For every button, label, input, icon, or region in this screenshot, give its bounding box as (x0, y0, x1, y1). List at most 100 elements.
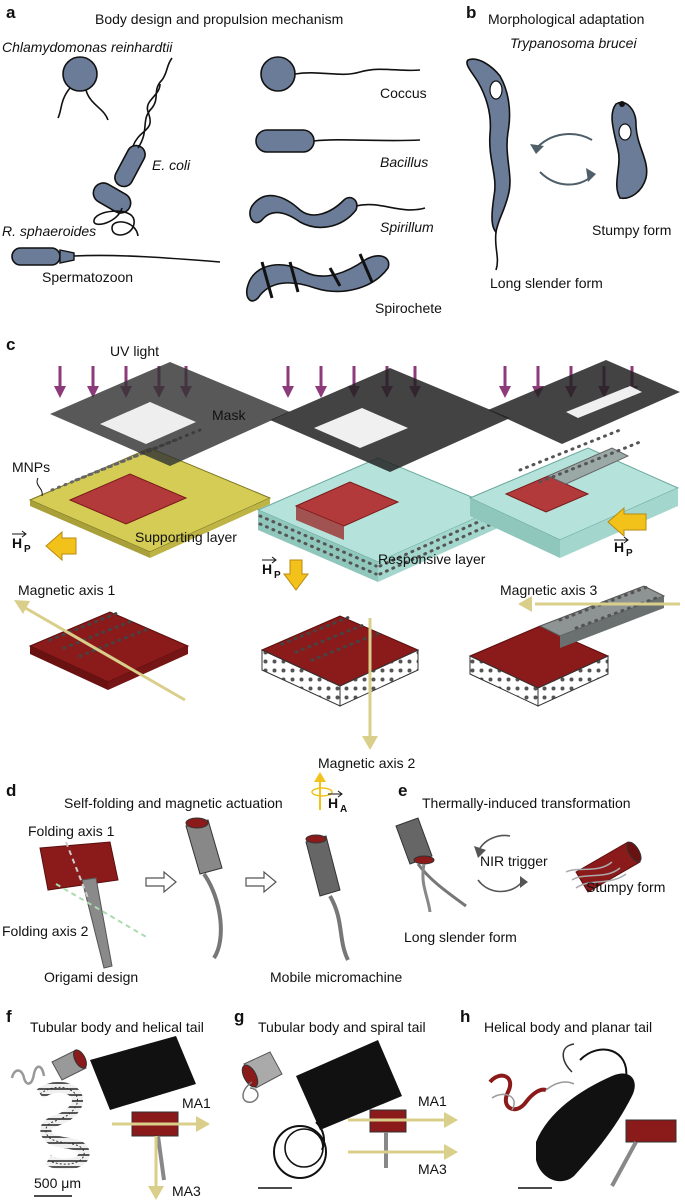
panel-letter-g: g (234, 1007, 244, 1026)
panel-h: h Helical body and planar tail (460, 1007, 677, 1189)
scale-bar-label: 500 μm (34, 1175, 81, 1191)
svg-text:A: A (340, 804, 347, 815)
step-arrow-2 (245, 870, 277, 894)
label-long-slender-b: Long slender form (490, 275, 603, 291)
panel-f: f Tubular body and helical tail MA1 MA3 … (6, 1007, 211, 1200)
label-magnetic-axis-1: Magnetic axis 1 (18, 582, 115, 598)
panel-f-title: Tubular body and helical tail (30, 1019, 204, 1035)
slender-microrobot (395, 817, 467, 913)
cycle-arrow-top (534, 133, 593, 151)
label-long-slender-e: Long slender form (404, 929, 517, 945)
stumpy-trypanosome (611, 101, 648, 200)
origami-sheet (39, 841, 149, 969)
panel-e-title: Thermally-induced transformation (422, 795, 631, 811)
svg-text:P: P (626, 548, 633, 559)
label-mnps: MNPs (12, 459, 50, 475)
spirillum-cell: Spirillum (249, 194, 434, 235)
label-ecoli: E. coli (152, 157, 191, 173)
magnet-block-1 (14, 600, 190, 702)
rsphaeroides-cell: R. sphaeroides (2, 182, 139, 239)
chlamydomonas-cell: Chlamydomonas reinhardtii (2, 39, 173, 121)
magnet-diagram-g (348, 1109, 458, 1168)
ecoli-cell: E. coli (114, 57, 191, 188)
supporting-layer-stack (28, 362, 290, 558)
panel-g: g Tubular body and spiral tail MA1 MA3 (234, 1007, 458, 1189)
label-chlamydomonas: Chlamydomonas reinhardtii (2, 39, 173, 55)
hp-arrow-2: H P (262, 556, 309, 591)
label-ma1-f: MA1 (182, 1095, 211, 1111)
label-stumpy-b: Stumpy form (592, 222, 671, 238)
panel-c: c UV light (6, 335, 680, 771)
panel-a: a Body design and propulsion mechanism C… (2, 3, 442, 316)
stumpy-microrobot (565, 841, 642, 893)
panel-d: d Self-folding and magnetic actuation Fo… (2, 772, 402, 985)
hp-arrow-3: H P (607, 506, 647, 559)
cycle-arrow-bottom (539, 171, 593, 186)
label-ma1-g: MA1 (418, 1093, 447, 1109)
label-origami-design: Origami design (44, 969, 138, 985)
label-bacillus: Bacillus (380, 154, 428, 170)
label-magnetic-axis-2: Magnetic axis 2 (318, 755, 415, 771)
panel-b: b Morphological adaptation Trypanosoma b… (466, 3, 671, 291)
slender-trypanosome (466, 58, 511, 271)
mask-2 (270, 368, 510, 472)
coccus-cell: Coccus (260, 56, 427, 101)
panel-g-title: Tubular body and spiral tail (258, 1019, 426, 1035)
magnet-diagram-f (112, 1111, 210, 1200)
helical-tail-model (10, 1049, 87, 1085)
label-folding-axis-2: Folding axis 2 (2, 923, 89, 939)
spirochete-cell: Spirochete (245, 253, 442, 316)
label-magnetic-axis-3: Magnetic axis 3 (500, 582, 597, 598)
panel-h-title: Helical body and planar tail (484, 1019, 652, 1035)
hp-label-3: H (614, 539, 624, 555)
hp-label-2: H (262, 561, 272, 577)
fabricated-robot-f (36, 1036, 196, 1170)
step-arrow-1 (145, 870, 177, 894)
panel-b-title: Morphological adaptation (488, 11, 644, 27)
label-folding-axis-1: Folding axis 1 (28, 823, 115, 839)
panel-d-title: Self-folding and magnetic actuation (64, 795, 283, 811)
label-mask: Mask (212, 407, 246, 423)
hp-label-1: H (12, 535, 22, 551)
magnet-block-3 (468, 584, 680, 707)
label-responsive-layer: Responsive layer (378, 551, 486, 567)
label-ma3-f: MA3 (172, 1183, 201, 1199)
label-spirillum: Spirillum (380, 219, 434, 235)
panel-letter-h: h (460, 1007, 470, 1026)
fabricated-robot-g (273, 1040, 402, 1179)
panel-letter-b: b (466, 3, 476, 22)
hp-arrow-1: H P (12, 530, 77, 562)
panel-letter-f: f (6, 1007, 12, 1026)
label-nir-trigger: NIR trigger (480, 853, 548, 869)
mobile-micromachine: H A (305, 772, 350, 961)
helical-body-model (488, 1073, 575, 1112)
panel-letter-c: c (6, 335, 15, 354)
magnet-diagram-h (610, 1119, 677, 1187)
spiral-tail-model (241, 1051, 283, 1103)
spermatozoon-cell: Spermatozoon (11, 247, 221, 285)
panel-letter-d: d (6, 781, 16, 800)
mask-3 (488, 360, 680, 444)
nir-arrow-bottom (477, 879, 523, 893)
label-uv-light: UV light (110, 343, 159, 359)
label-coccus: Coccus (380, 85, 427, 101)
label-rsphaeroides: R. sphaeroides (2, 223, 96, 239)
panel-a-title: Body design and propulsion mechanism (95, 11, 343, 27)
label-trypanosoma: Trypanosoma brucei (510, 35, 637, 51)
folded-tube (185, 817, 223, 960)
fabricated-robot-h (536, 1043, 635, 1182)
label-spermatozoon: Spermatozoon (42, 269, 133, 285)
responsive-layer-stack (256, 368, 510, 582)
panel-letter-a: a (6, 3, 16, 22)
label-supporting-layer: Supporting layer (135, 529, 237, 545)
label-ma3-g: MA3 (418, 1161, 447, 1177)
panel-e: e Thermally-induced transformation Long … (395, 781, 665, 945)
third-layer-stack (468, 360, 680, 558)
label-stumpy-e: Stumpy form (586, 879, 665, 895)
svg-text:P: P (274, 570, 281, 581)
label-spirochete: Spirochete (375, 300, 442, 316)
magnet-block-2 (260, 614, 420, 750)
ha-label: H (328, 795, 338, 811)
label-mobile-micromachine: Mobile micromachine (270, 969, 402, 985)
